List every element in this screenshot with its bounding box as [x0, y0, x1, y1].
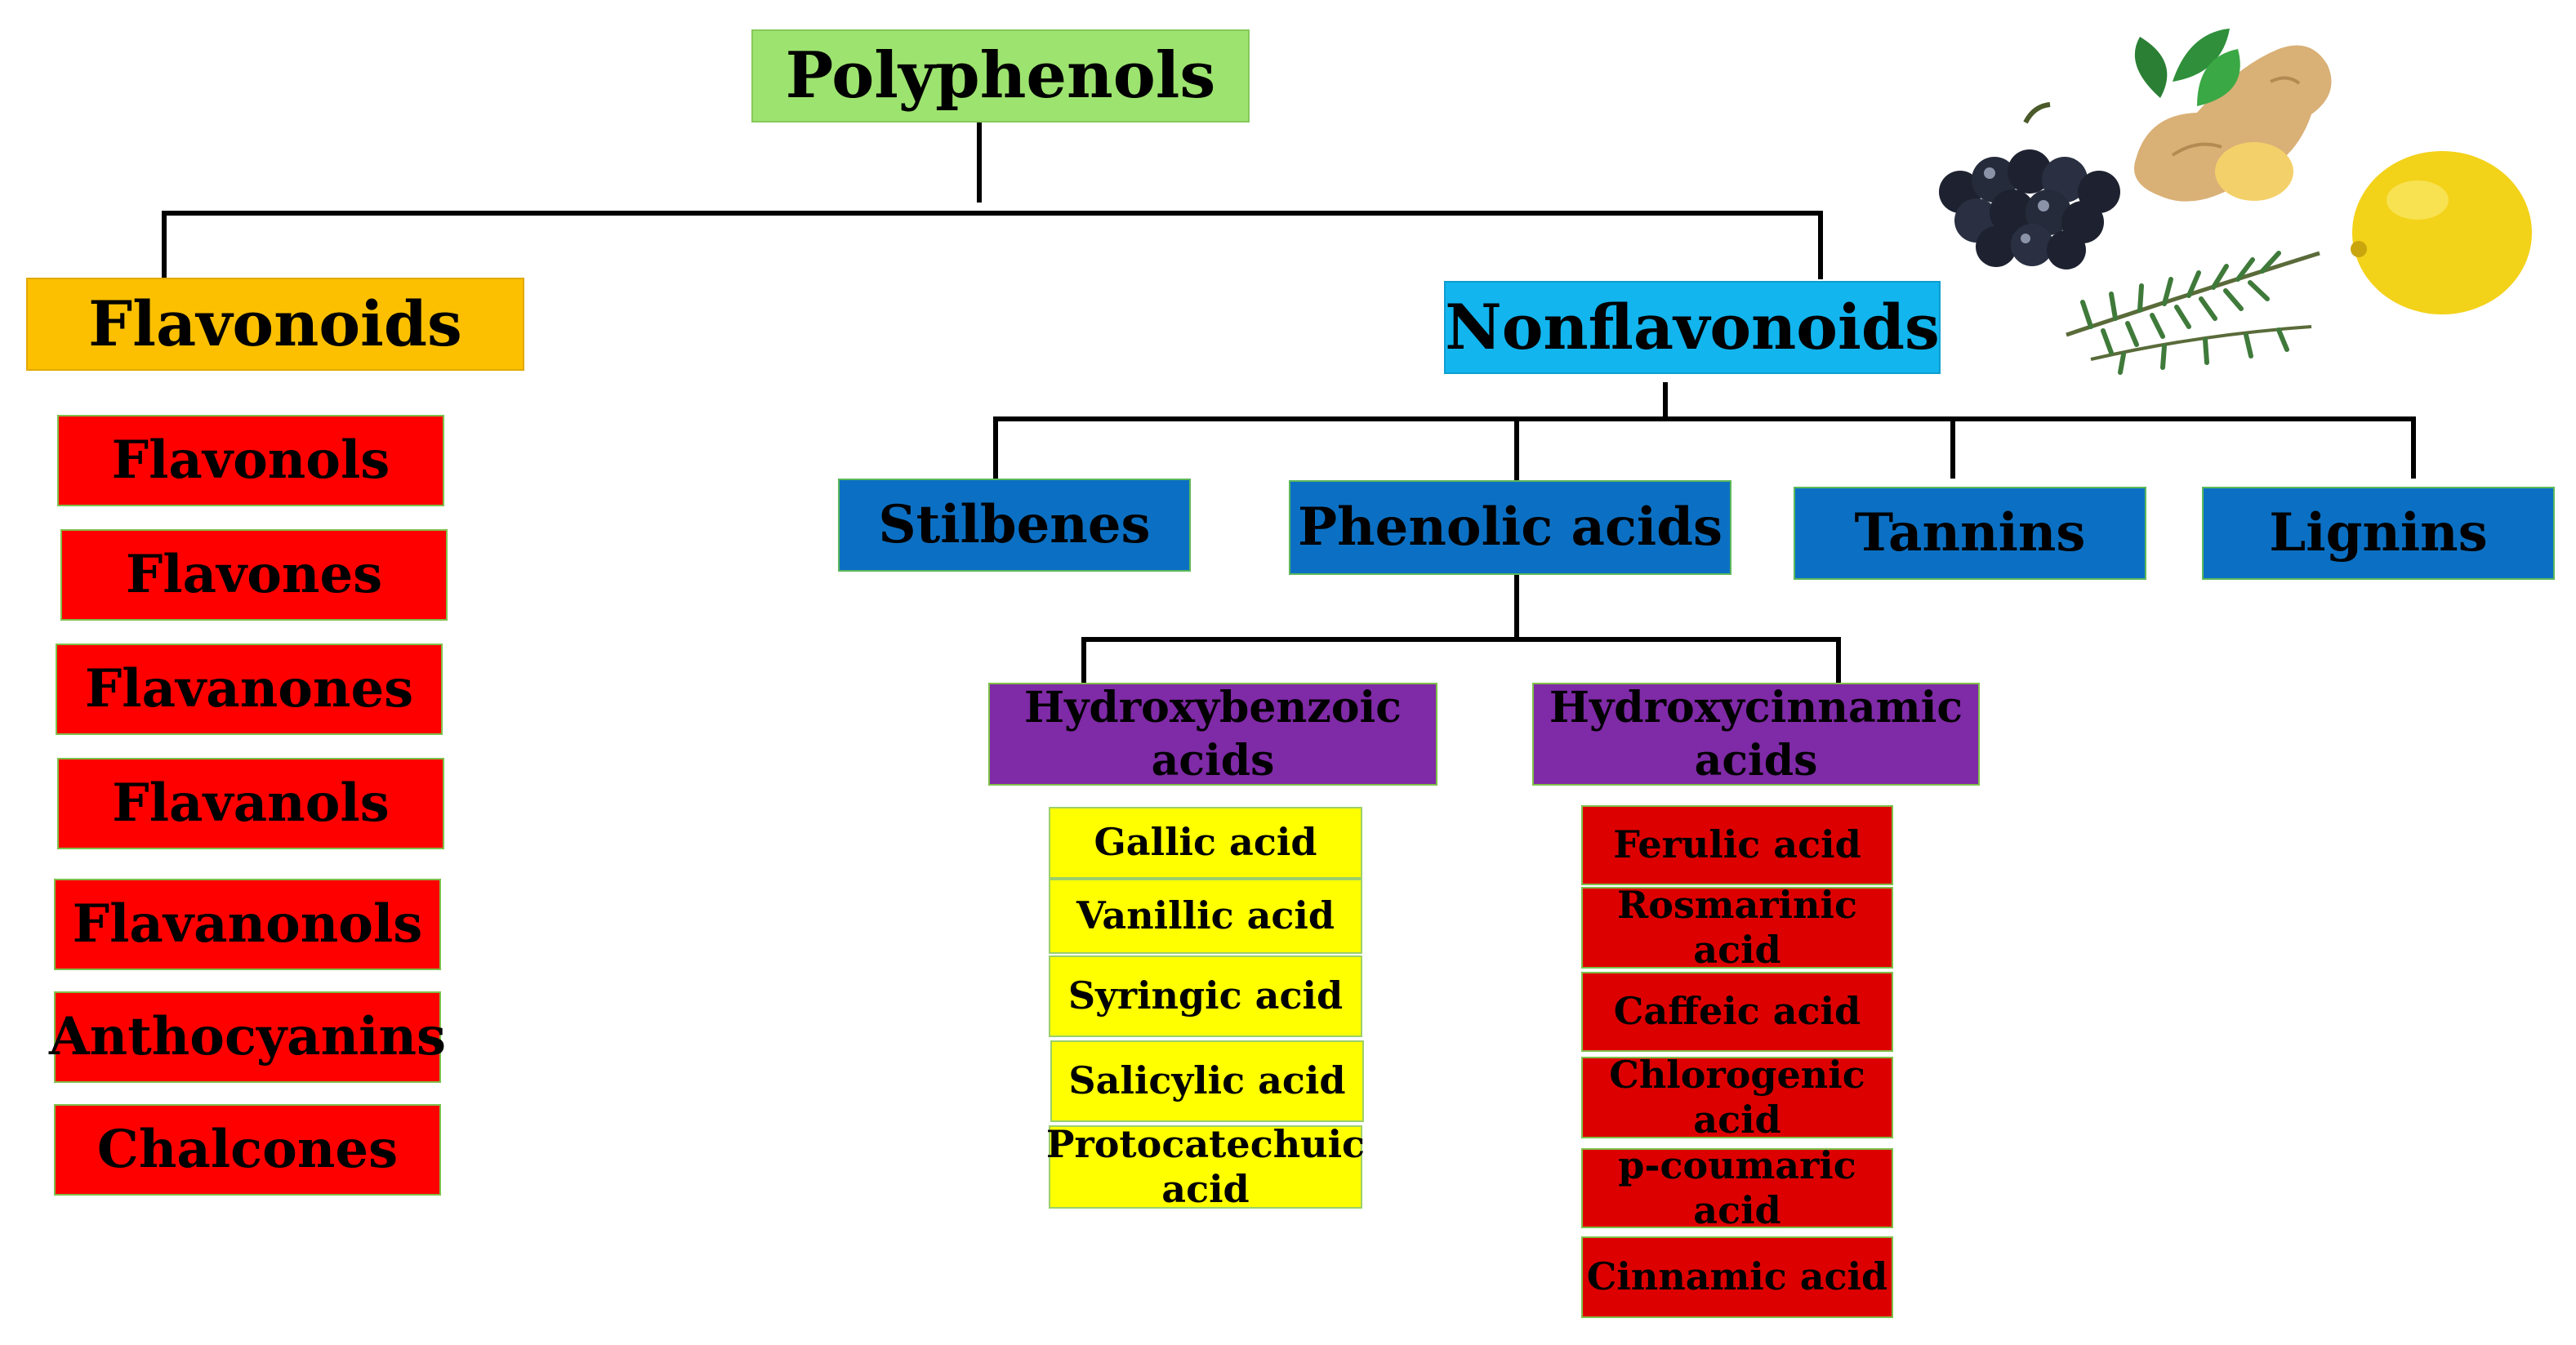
protocatechuic-acid-node: Protocatechuic acid [1045, 1121, 1366, 1211]
connector-nonflavonoids-down [1663, 382, 1668, 418]
connector-root-horizontal [163, 211, 1821, 216]
hydroxybenzoic-acids-node: Hydroxybenzoic acids [988, 683, 1437, 786]
nonflavonoids-node: Nonflavonoids [1444, 281, 1941, 374]
tannins-node: Tannins [1794, 487, 2146, 580]
connector-nonflavonoids-drop [1818, 211, 1823, 279]
connector-phenolic-horizontal [1081, 637, 1841, 642]
vanillic-acid-node: Vanillic acid [1049, 879, 1362, 954]
flavanones-node: Flavanones [56, 644, 443, 735]
hydroxycinnamic-acids-node: Hydroxycinnamic acids [1532, 683, 1980, 786]
flavones-node: Flavones [60, 529, 448, 621]
connector-phenolic-drop [1514, 416, 1519, 480]
salicylic-acid-node: Salicylic acid [1050, 1040, 1364, 1122]
lemon-image [2351, 151, 2532, 314]
flavonoids-node: Flavonoids [26, 278, 524, 371]
flavanols-node: Flavanols [57, 758, 444, 849]
stilbenes-node: Stilbenes [838, 479, 1191, 572]
gallic-acid-node: Gallic acid [1049, 807, 1362, 879]
connector-phenolic-down [1514, 575, 1519, 640]
connector-stilbenes-drop [993, 416, 998, 479]
syringic-acid-node: Syringic acid [1049, 955, 1362, 1037]
food-illustration [1939, 29, 2532, 375]
rosemary-image [2066, 251, 2320, 375]
chlorogenic-acid-node: Chlorogenic acid [1581, 1053, 1893, 1142]
mint-leaf-image [2134, 29, 2240, 106]
connector-root-down [977, 122, 982, 203]
phenolic-acids-node: Phenolic acids [1289, 480, 1731, 575]
polyphenols-node: Polyphenols [751, 29, 1250, 122]
connector-flavonoids-drop [162, 211, 167, 279]
ferulic-acid-node: Ferulic acid [1581, 805, 1893, 885]
connector-nonflavonoids-horizontal [993, 416, 2416, 421]
caffeic-acid-node: Caffeic acid [1581, 972, 1893, 1052]
connector-hydroxybenzoic-drop [1081, 637, 1086, 684]
flavanonols-node: Flavanonols [54, 879, 441, 970]
flavonols-node: Flavonols [57, 415, 444, 506]
lignins-node: Lignins [2202, 487, 2555, 580]
connector-tannins-drop [1950, 416, 1955, 479]
p-coumaric-acid-node: p-coumaric acid [1581, 1143, 1893, 1232]
rosmarinic-acid-node: Rosmarinic acid [1581, 883, 1893, 972]
connector-lignins-drop [2411, 416, 2416, 479]
grapes-image [1939, 102, 2120, 269]
anthocyanins-node: Anthocyanins [49, 991, 446, 1083]
chalcones-node: Chalcones [54, 1104, 441, 1196]
connector-hydroxycinnamic-drop [1836, 637, 1841, 684]
cinnamic-acid-node: Cinnamic acid [1581, 1236, 1893, 1318]
ginger-image [2134, 45, 2332, 202]
